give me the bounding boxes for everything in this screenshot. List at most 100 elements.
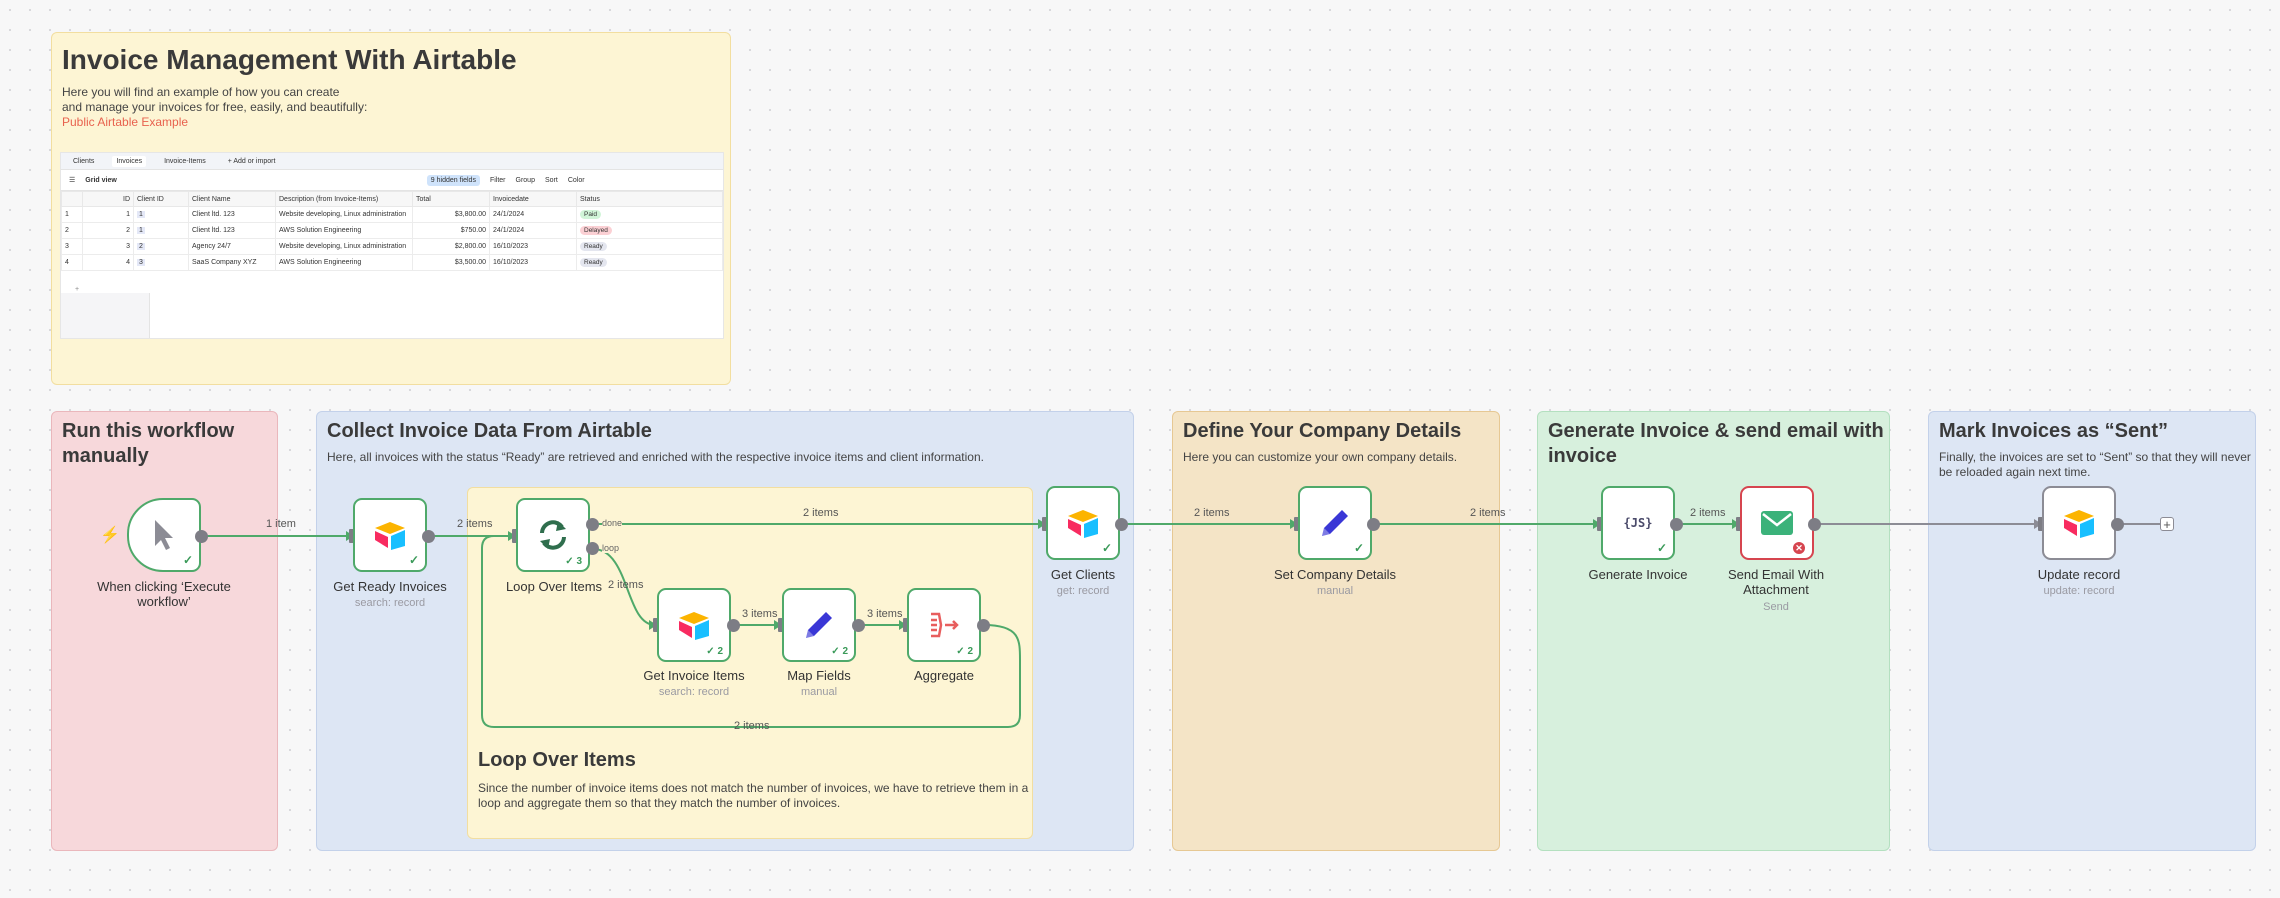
color-label: Color [567,176,585,184]
intro-line-1: Here you will find an example of how you… [62,85,340,99]
mark-desc-1: Finally, the invoices are set to “Sent” … [1939,450,2251,464]
run-count: 2 [967,646,973,657]
airtable-tabs: Clients Invoices Invoice-Items + Add or … [61,153,723,170]
node-label: Loop Over Items [505,579,603,594]
email-icon [1761,511,1793,535]
input-port[interactable] [1294,517,1300,531]
edge-label: 3 items [867,608,903,620]
edge-agg-back [481,535,1021,728]
input-port[interactable] [2038,517,2044,531]
mark-title: Mark Invoices as “Sent” [1939,420,2168,442]
input-port[interactable] [512,529,518,543]
run-count: 2 [842,646,848,657]
run-count-badge: ✓ 2 [831,646,848,657]
output-port[interactable] [2111,518,2124,531]
output-port[interactable] [1808,518,1821,531]
output-port-loop[interactable] [586,542,599,555]
airtable-tab: Clients [73,157,95,165]
status-cell: Ready [576,254,723,271]
group-label: Group [515,176,535,184]
status-badge: Paid [580,210,602,219]
node-generate-invoice[interactable]: {JS} ✓ [1601,486,1675,560]
airtable-icon [375,522,405,550]
run-title-1: Run this workflow [62,420,235,442]
collect-title: Collect Invoice Data From Airtable [327,420,652,442]
input-port[interactable] [903,618,909,632]
node-send-email[interactable]: ✕ [1740,486,1814,560]
node-aggregate[interactable]: ✓ 2 [907,588,981,662]
airtable-icon [679,612,709,640]
node-map-fields[interactable]: ✓ 2 [782,588,856,662]
edge-label: 1 item [266,518,296,530]
loop-note-desc-1: Since the number of invoice items does n… [478,781,1029,795]
node-label: Update record [2037,567,2121,582]
airtable-icon [2064,510,2094,538]
airtable-tab-active: Invoices [112,155,147,167]
success-check-icon: ✓ [182,553,193,567]
node-manual-trigger[interactable]: ✓ [127,498,201,572]
node-label: Generate Invoice [1588,567,1688,582]
status-badge: Delayed [580,226,612,235]
output-port[interactable] [977,619,990,632]
output-port[interactable] [195,530,208,543]
input-port[interactable] [1042,517,1048,531]
airtable-screenshot: Clients Invoices Invoice-Items + Add or … [60,152,724,339]
run-title-2: manually [62,445,149,467]
node-subtitle: search: record [658,686,730,698]
input-port[interactable] [653,618,659,632]
intro-title: Invoice Management With Airtable [62,44,517,75]
edge-label: 2 items [734,720,770,732]
client-id-chip: 3 [137,259,145,266]
input-port[interactable] [778,618,784,632]
port-label-loop: loop [602,543,620,553]
output-port[interactable] [727,619,740,632]
output-port[interactable] [852,619,865,632]
grid-view-label: Grid view [85,176,117,184]
add-node-button[interactable]: + [2160,517,2174,531]
airtable-link[interactable]: Public Airtable Example [62,115,189,129]
aggregate-icon [931,612,959,638]
mark-note[interactable]: Mark Invoices as “Sent” Finally, the inv… [1928,411,2256,851]
node-label: Get Invoice Items [643,668,745,683]
edge-label: 2 items [803,507,839,519]
input-port[interactable] [349,529,355,543]
node-loop-over-items[interactable]: ✓ 3 [516,498,590,572]
node-label: Send Email With [1727,567,1825,582]
generate-title-1: Generate Invoice & send email with [1548,420,1884,442]
node-label: Aggregate [914,668,974,683]
run-note[interactable]: Run this workflow manually [51,411,278,851]
output-port[interactable] [422,530,435,543]
node-get-clients[interactable]: ✓ [1046,486,1120,560]
node-set-company-details[interactable]: ✓ [1298,486,1372,560]
node-label: Set Company Details [1273,567,1397,582]
node-update-record[interactable] [2042,486,2116,560]
output-port[interactable] [1115,518,1128,531]
add-row-button: + [75,286,80,293]
input-port[interactable] [1597,517,1603,531]
input-port[interactable] [1736,517,1742,531]
node-label: workflow’ [137,594,191,609]
edge-label: 2 items [1690,507,1726,519]
generate-note[interactable]: Generate Invoice & send email with invoi… [1537,411,1890,851]
output-port-done[interactable] [586,518,599,531]
js-icon: {JS} [1623,516,1653,530]
airtable-empty-area [61,293,150,338]
company-note[interactable]: Define Your Company Details Here you can… [1172,411,1500,851]
status-badge: Ready [580,242,607,251]
node-get-invoice-items[interactable]: ✓ 2 [657,588,731,662]
client-id-chip: 1 [137,227,145,234]
airtable-table: ID Client ID Client Name Description (fr… [61,191,723,271]
loop-icon [540,520,566,550]
col-header: Invoicedate [489,191,577,207]
output-port[interactable] [1367,518,1380,531]
col-header: Status [576,191,723,207]
generate-title-2: invoice [1548,445,1617,467]
node-subtitle: manual [800,686,838,698]
menu-icon: ☰ [69,177,76,184]
node-get-ready-invoices[interactable]: ✓ [353,498,427,572]
airtable-tab: + Add or import [227,157,276,165]
output-port[interactable] [1670,518,1683,531]
run-count-badge: ✓ 2 [706,646,723,657]
intro-line-2: and manage your invoices for free, easil… [62,100,368,114]
